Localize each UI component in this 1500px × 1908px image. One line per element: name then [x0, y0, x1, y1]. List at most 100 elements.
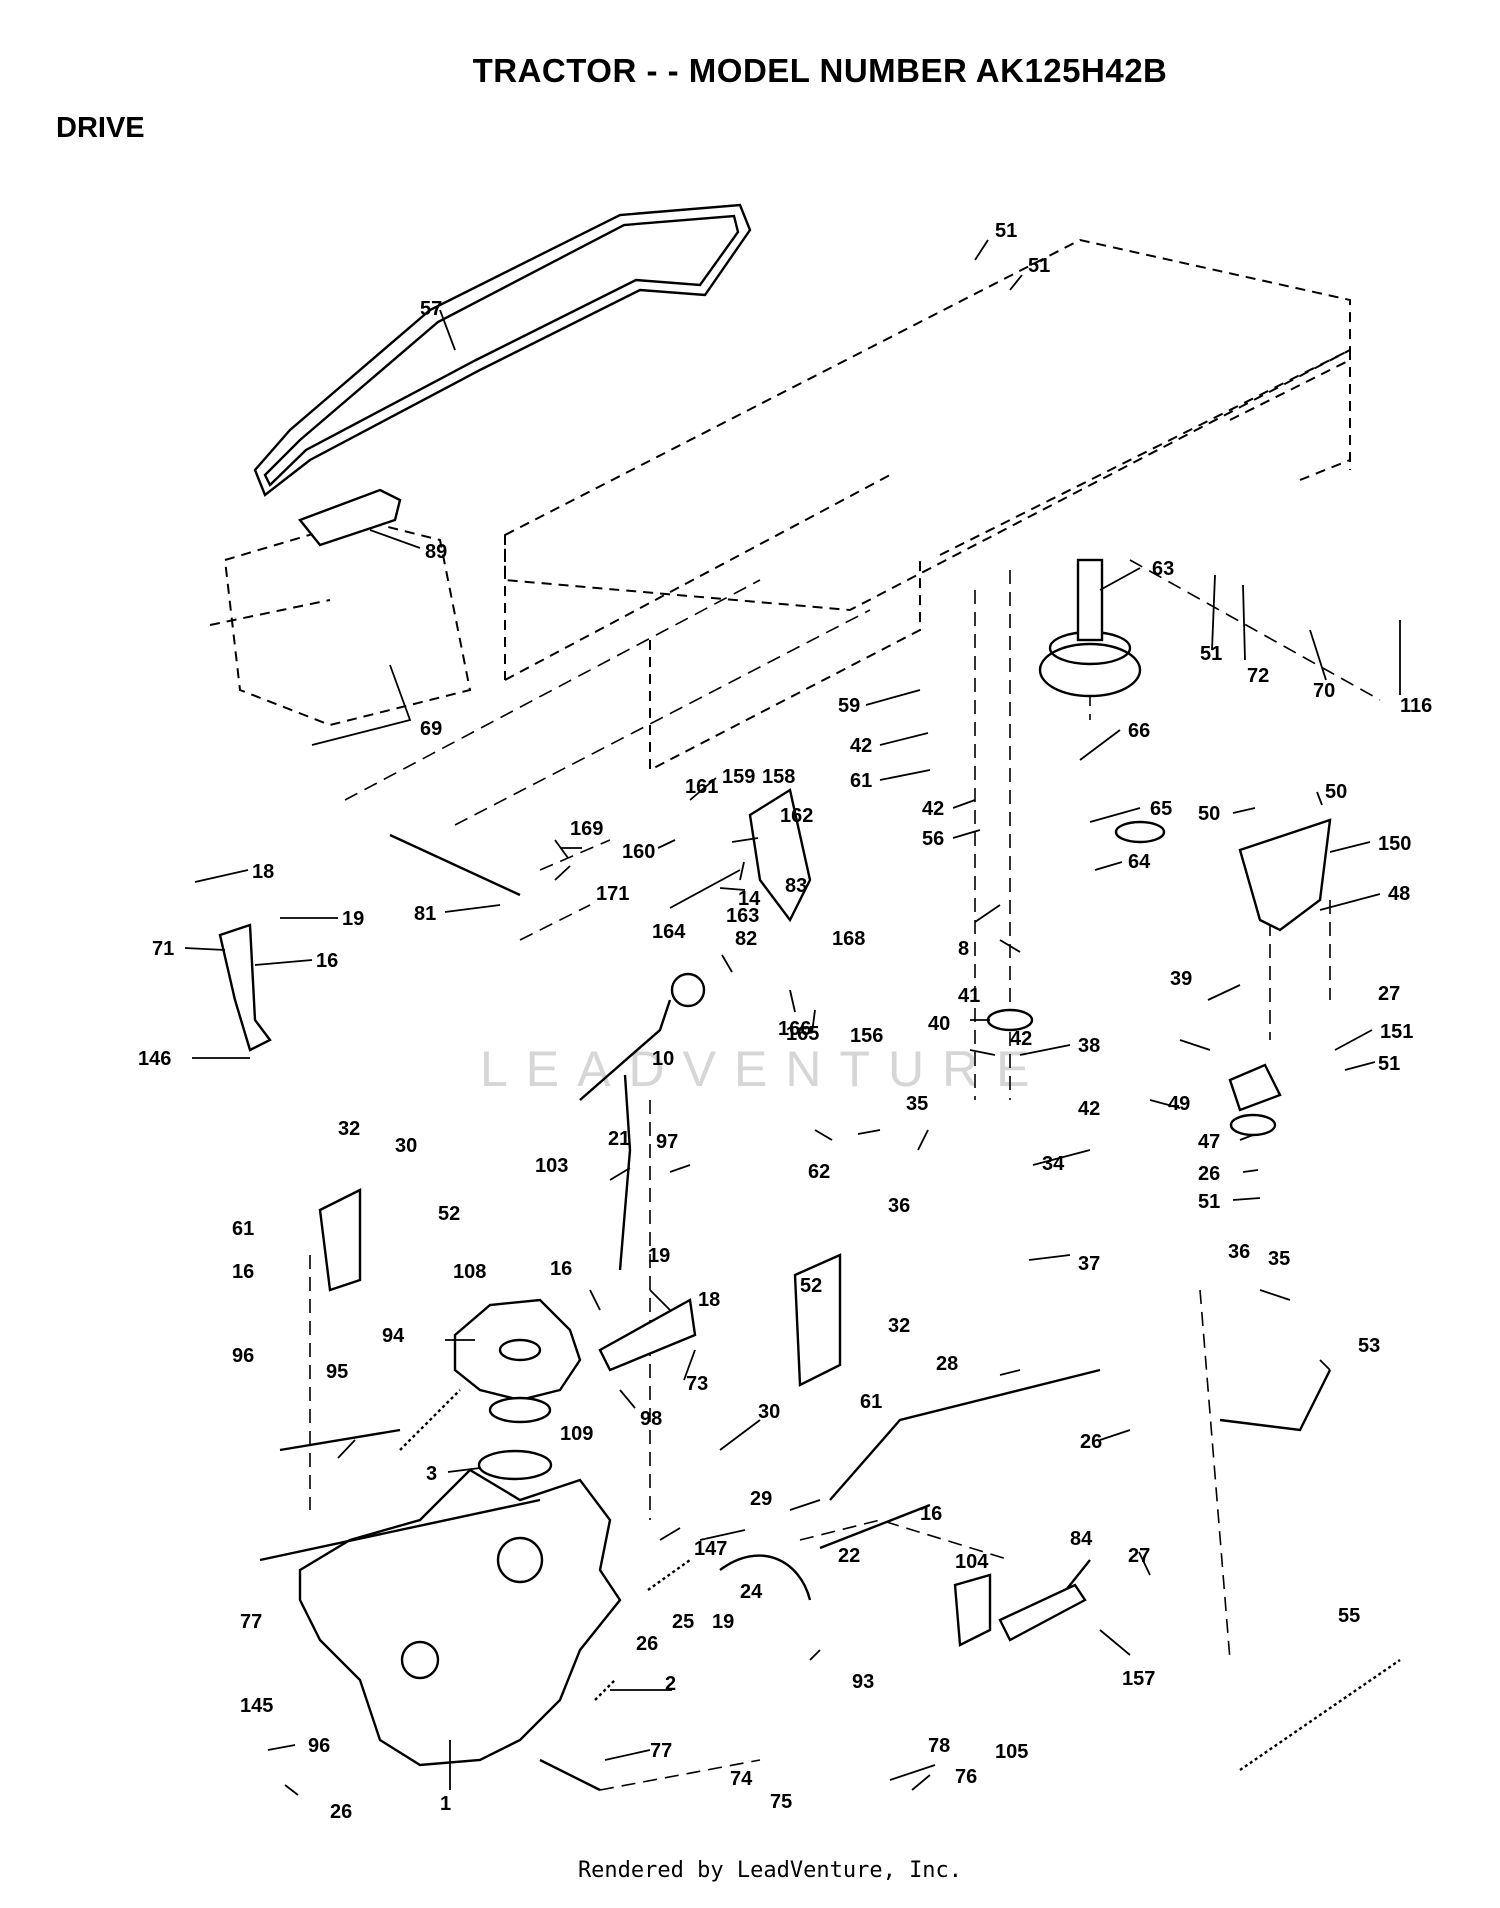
callout-label: 42 [1078, 1098, 1100, 1120]
callout-label: 83 [785, 875, 807, 897]
callout-label: 29 [750, 1488, 772, 1510]
callout-label: 56 [922, 828, 944, 850]
drive-belt [253, 203, 752, 497]
callout-label: 109 [560, 1423, 593, 1445]
frame-outline [209, 238, 1381, 1791]
callout-label: 169 [570, 818, 603, 840]
callout-label: 26 [636, 1633, 658, 1655]
footer-credit: Rendered by LeadVenture, Inc. [577, 1858, 963, 1883]
callout-label: 41 [958, 985, 980, 1007]
callout-label: 69 [420, 718, 442, 740]
callout-label: 35 [906, 1093, 928, 1115]
callout-label: 42 [1010, 1028, 1032, 1050]
callout-label: 70 [1313, 680, 1335, 702]
callout-label: 51 [1028, 255, 1050, 277]
section-heading: DRIVE [56, 112, 145, 144]
callout-label: 77 [240, 1611, 262, 1633]
callout-label: 93 [852, 1671, 874, 1693]
callout-label: 146 [138, 1048, 171, 1070]
callout-label: 25 [672, 1611, 694, 1633]
callout-label: 37 [1078, 1253, 1100, 1275]
callout-label: 82 [735, 928, 757, 950]
callout-label: 62 [808, 1161, 830, 1183]
callout-label: 26 [1198, 1163, 1220, 1185]
callout-label: 19 [648, 1245, 670, 1267]
callout-label: 52 [438, 1203, 460, 1225]
callout-label: 156 [850, 1025, 883, 1047]
callout-label: 48 [1388, 883, 1410, 905]
callout-label: 47 [1198, 1131, 1220, 1153]
callout-label: 51 [995, 220, 1017, 242]
cooling-fan [453, 1298, 582, 1402]
callout-label: 59 [838, 695, 860, 717]
callout-label: 151 [1380, 1021, 1413, 1043]
callout-label: 76 [955, 1766, 977, 1788]
callout-label: 53 [1358, 1335, 1380, 1357]
callout-label: 61 [860, 1391, 882, 1413]
callout-label: 35 [1268, 1248, 1290, 1270]
watermark-logo: LEADVENTURE [480, 1041, 1048, 1097]
callout-label: 50 [1198, 803, 1220, 825]
callout-label: 74 [730, 1768, 753, 1790]
callout-label: 116 [1400, 695, 1432, 717]
callout-label: 63 [1152, 558, 1174, 580]
callout-label: 98 [640, 1408, 662, 1430]
callout-label: 51 [1200, 643, 1222, 665]
callout-label: 168 [832, 928, 865, 950]
brackets [218, 788, 1332, 1647]
callout-label: 105 [995, 1741, 1028, 1763]
control-rods [279, 833, 1332, 1611]
callout-label: 27 [1378, 983, 1400, 1005]
callout-label: 96 [232, 1345, 254, 1367]
pulleys [477, 558, 1277, 1481]
callout-label: 24 [740, 1581, 763, 1603]
callout-label: 16 [316, 950, 338, 972]
callout-label: 103 [535, 1155, 568, 1177]
callout-label: 42 [922, 798, 944, 820]
callout-labels: 57 89 69 51 51 63 51 72 70 116 59 42 61 … [138, 220, 1432, 1823]
callout-label: 163 [726, 905, 759, 927]
callout-label: 3 [426, 1463, 437, 1485]
callout-label: 145 [240, 1695, 273, 1717]
callout-label: 36 [888, 1195, 910, 1217]
callout-label: 14 [738, 888, 761, 910]
callout-label: 16 [920, 1503, 942, 1525]
callout-label: 49 [1168, 1093, 1190, 1115]
callout-label: 66 [1128, 720, 1150, 742]
callout-label: 108 [453, 1261, 486, 1283]
page-title: TRACTOR - - MODEL NUMBER AK125H42B [472, 52, 1168, 89]
callout-label: 51 [1378, 1053, 1400, 1075]
callout-label: 94 [382, 1325, 405, 1347]
callout-label: 32 [338, 1118, 360, 1140]
callout-label: 75 [770, 1791, 792, 1813]
callout-label: 28 [936, 1353, 958, 1375]
callout-label: 32 [888, 1315, 910, 1337]
callout-label: 65 [1150, 798, 1172, 820]
callout-label: 81 [414, 903, 436, 925]
callout-label: 39 [1170, 968, 1192, 990]
callout-label: 27 [1128, 1545, 1150, 1567]
callout-label: 26 [1080, 1431, 1102, 1453]
callout-label: 160 [622, 841, 655, 863]
callout-label: 104 [955, 1551, 989, 1573]
callout-label: 8 [958, 938, 969, 960]
callout-label: 166 [778, 1018, 811, 1040]
callout-label: 55 [1338, 1605, 1360, 1627]
callout-label: 40 [928, 1013, 950, 1035]
callout-label: 147 [694, 1538, 727, 1560]
callout-label: 71 [152, 938, 174, 960]
callout-label: 159 [722, 766, 755, 788]
belt-guide [298, 488, 402, 547]
callout-label: 89 [425, 541, 447, 563]
callout-label: 158 [762, 766, 795, 788]
callout-label: 52 [800, 1275, 822, 1297]
springs [399, 1389, 1401, 1771]
callout-label: 57 [420, 298, 442, 320]
callout-label: 61 [850, 770, 872, 792]
callout-label: 30 [395, 1135, 417, 1157]
callout-label: 171 [596, 883, 629, 905]
callout-label: 10 [652, 1048, 674, 1070]
shift-knob [670, 972, 706, 1008]
callout-label: 36 [1228, 1241, 1250, 1263]
